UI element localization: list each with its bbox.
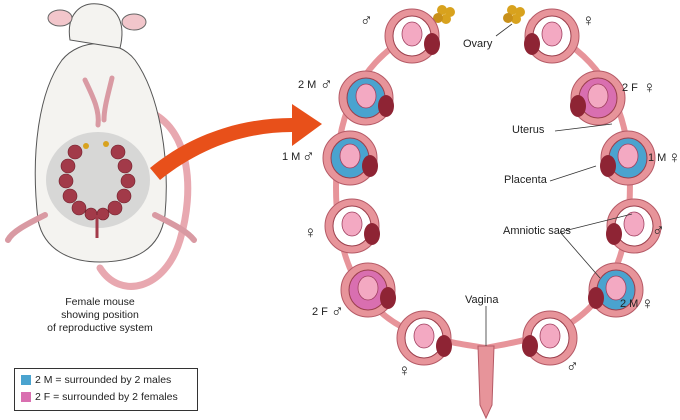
- ovary-right: [503, 5, 525, 24]
- right-sex-1: ♀: [643, 78, 656, 97]
- label-placenta: Placenta: [504, 174, 547, 186]
- legend-swatch-female: [21, 392, 31, 402]
- mini-ovary-right: [103, 141, 109, 147]
- mouse-ear-right: [121, 13, 147, 31]
- leader-ovary: [495, 23, 513, 37]
- legend-text-female: 2 F = surrounded by 2 females: [35, 391, 178, 403]
- right-tag-1: 2 F: [622, 82, 638, 94]
- left-embryo-sac-4: [340, 262, 396, 318]
- left-tag-1: 2 M: [298, 79, 317, 91]
- mini-ovary-left: [83, 143, 89, 149]
- label-uterus: Uterus: [512, 124, 545, 136]
- right-tag-4: 2 M: [620, 298, 639, 310]
- mouse-hindleg-right: [152, 212, 197, 243]
- mini-uterus: [58, 144, 136, 221]
- right-embryo-sac-1: [570, 70, 626, 126]
- leader-lines: [485, 23, 633, 346]
- leader-placenta: [549, 165, 597, 182]
- left-embryo-sac-0: [384, 8, 440, 64]
- left-embryo-sac-2: [322, 130, 378, 186]
- label-ovary: Ovary: [463, 38, 493, 50]
- left-tag-4: 2 F: [312, 306, 328, 318]
- right-embryo-sac-0: [524, 8, 580, 64]
- left-sex-2: ♂: [302, 147, 315, 166]
- mouse-head: [68, 3, 123, 49]
- left-embryo-sac-5: [396, 310, 452, 366]
- right-embryo-sac-5: [522, 310, 578, 366]
- right-sex-5: ♂: [566, 357, 579, 376]
- left-embryo-sac-3: [324, 198, 380, 254]
- leader-amniotic-1: [559, 213, 633, 233]
- left-sex-4: ♂: [331, 302, 344, 321]
- mouse-caption: Female mouse showing position of reprodu…: [40, 296, 160, 335]
- caption-line-1: Female mouse: [65, 296, 135, 308]
- ovary-left: [433, 5, 455, 24]
- leader-uterus: [554, 123, 613, 132]
- mouse-forepaw-right: [101, 75, 115, 123]
- right-sex-4: ♀: [641, 294, 654, 313]
- right-embryo-sac-2: [600, 130, 656, 186]
- embryo-sacs: [322, 8, 662, 366]
- label-vagina: Vagina: [465, 294, 499, 306]
- mouse-illustration: [5, 3, 197, 290]
- mouse-ear-left: [47, 9, 73, 27]
- vagina-canal: [477, 345, 495, 420]
- legend-row-male: 2 M = surrounded by 2 males: [21, 374, 171, 386]
- right-embryo-sac-4: [588, 262, 644, 318]
- leader-amniotic-2: [559, 231, 601, 279]
- right-sex-0: ♀: [582, 11, 595, 30]
- pointer-arrow: [150, 104, 322, 180]
- caption-line-3: of reproductive system: [47, 322, 153, 334]
- legend-box: 2 M = surrounded by 2 males 2 F = surrou…: [14, 368, 198, 411]
- right-sex-2: ♀: [668, 148, 680, 167]
- legend-text-male: 2 M = surrounded by 2 males: [35, 374, 172, 386]
- left-sex-0: ♂: [360, 11, 373, 30]
- left-sex-1: ♂: [320, 75, 333, 94]
- left-tag-2: 1 M: [282, 151, 301, 163]
- legend-row-female: 2 F = surrounded by 2 females: [21, 391, 178, 403]
- right-sex-3: ♂: [652, 221, 665, 240]
- mouse-hindleg-left: [5, 212, 48, 243]
- left-sex-3: ♀: [304, 223, 317, 242]
- caption-line-2: showing position: [61, 309, 139, 321]
- label-amniotic-sacs: Amniotic sacs: [503, 225, 571, 237]
- mouse-forepaw-left: [82, 77, 101, 128]
- right-tag-2: 1 M: [648, 152, 667, 164]
- left-embryo-sac-1: [338, 70, 394, 126]
- mouse-tail: [96, 108, 192, 290]
- left-sex-5: ♀: [398, 361, 411, 380]
- legend-swatch-male: [21, 375, 31, 385]
